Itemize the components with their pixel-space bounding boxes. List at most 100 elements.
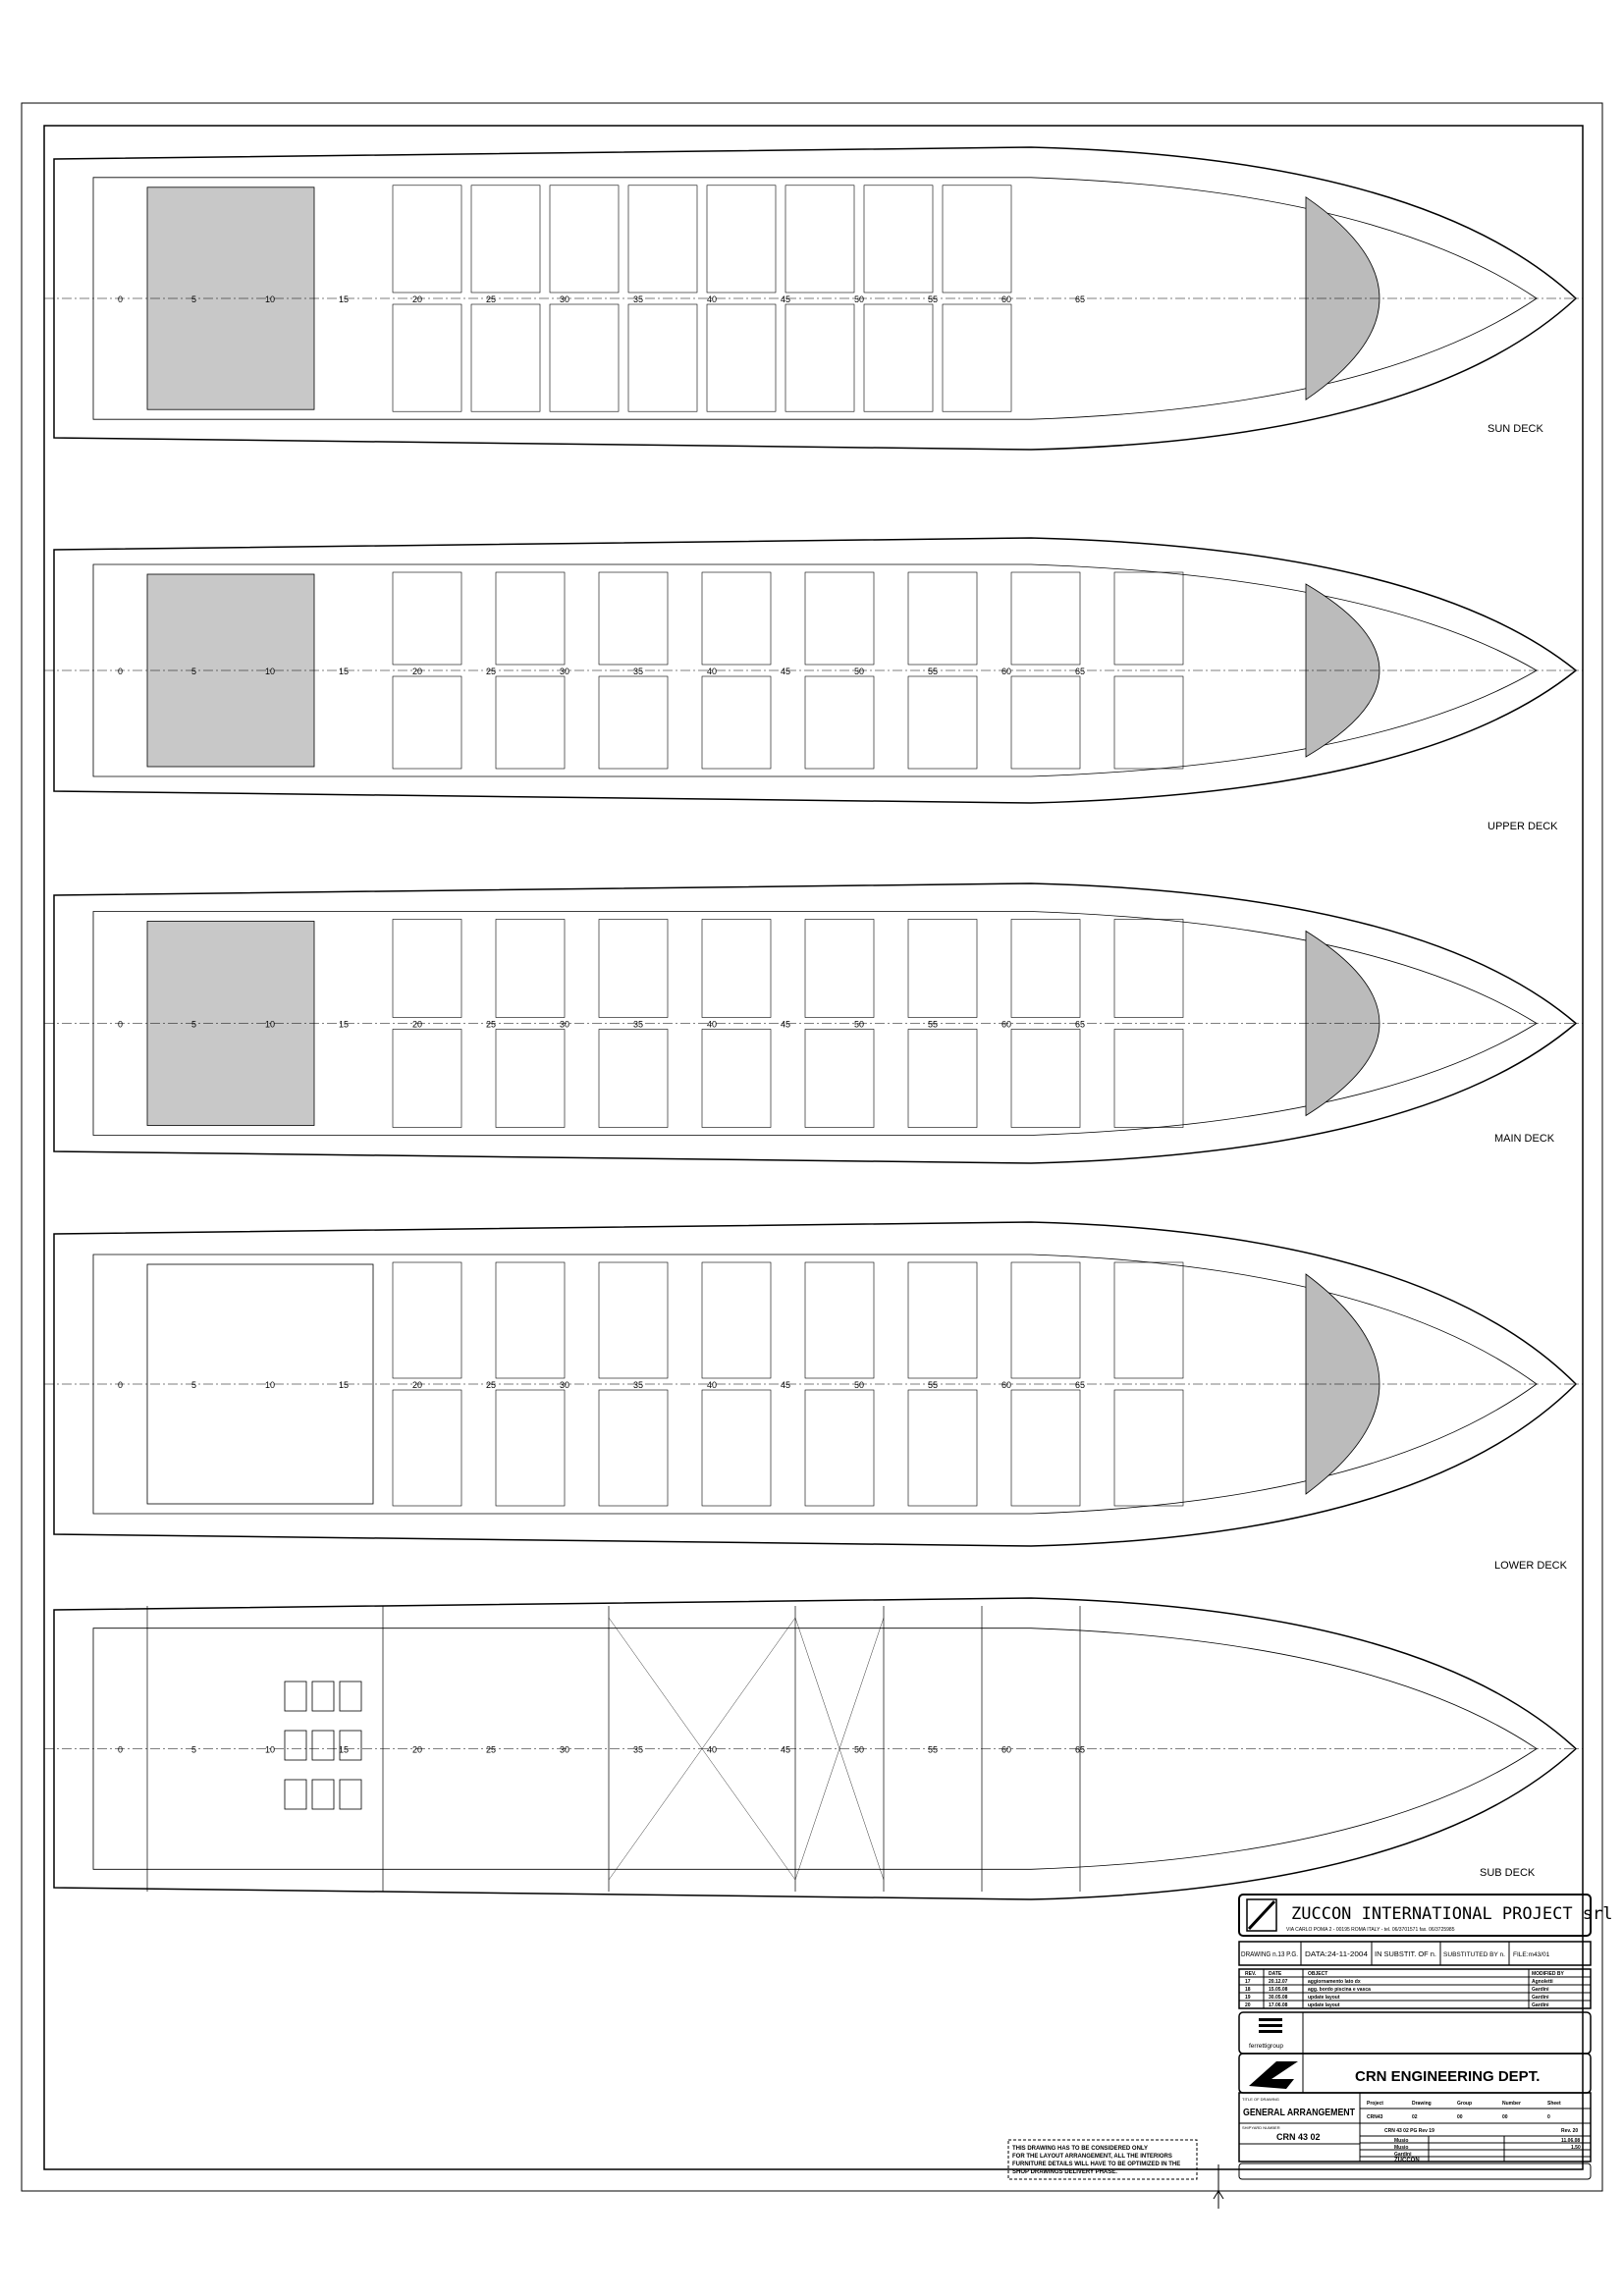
room (804, 919, 875, 1018)
frame-number: 30 (560, 667, 569, 676)
note-box (1007, 2139, 1198, 2180)
room (804, 1261, 875, 1379)
revision-cell: Gardini (1532, 1987, 1549, 1993)
frame-number: 60 (1001, 294, 1011, 304)
room (863, 303, 934, 412)
tank (284, 1779, 307, 1810)
frame-number: 55 (928, 1380, 938, 1390)
room (1113, 571, 1184, 666)
room (1113, 1261, 1184, 1379)
tank (284, 1681, 307, 1712)
frame-number: 50 (854, 294, 864, 304)
frame-number: 0 (118, 294, 123, 304)
revision-cell: update layout (1308, 2002, 1340, 2008)
room (784, 185, 855, 294)
code-value: 0 (1547, 2114, 1550, 2120)
title-block (1007, 1894, 1592, 2180)
frame-number: 35 (633, 1380, 643, 1390)
frame-number: 60 (1001, 1380, 1011, 1390)
deck-label: SUB DECK (1480, 1867, 1536, 1879)
centerline-arrow (1213, 2164, 1224, 2209)
hull-outline (53, 146, 1578, 451)
frame-number: 30 (560, 1745, 569, 1755)
room (701, 1389, 772, 1507)
frame-number: 15 (339, 294, 349, 304)
room (627, 303, 698, 412)
room (804, 675, 875, 770)
frame-number: 20 (412, 1380, 422, 1390)
frame-number: 5 (191, 294, 196, 304)
frame-number: 45 (781, 667, 790, 676)
revision-cell: Gardini (1532, 2002, 1549, 2008)
room (495, 1261, 566, 1379)
title-label: TITLE OF DRAWING (1242, 2097, 1279, 2102)
revision-header: OBJECT (1308, 1971, 1327, 1977)
room (907, 919, 978, 1018)
date-value: 11.06.08 (1561, 2138, 1580, 2144)
code-header: Project (1367, 2101, 1383, 2107)
project-label: SHIPYARD NUMBER (1242, 2125, 1280, 2130)
frame-number: 40 (707, 294, 717, 304)
frame-number: 45 (781, 294, 790, 304)
room (907, 1261, 978, 1379)
frame-number: 0 (118, 667, 123, 676)
room (495, 1389, 566, 1507)
room (598, 1029, 669, 1128)
room (907, 675, 978, 770)
tank (311, 1779, 335, 1810)
revision-cell: 17 (1245, 1979, 1251, 1985)
frame-number: 5 (191, 667, 196, 676)
room (495, 571, 566, 666)
project-number: CRN 43 02 (1276, 2132, 1321, 2142)
code-value: 02 (1412, 2114, 1418, 2120)
revision-cell: agg. bordo piscina e vasca (1308, 1987, 1371, 1993)
room (392, 675, 462, 770)
frame-number: 45 (781, 1745, 790, 1755)
room (804, 1029, 875, 1128)
room (1010, 919, 1081, 1018)
room (392, 1261, 462, 1379)
room (706, 185, 777, 294)
from: ZUCCON (1394, 2158, 1420, 2163)
frame-number: 65 (1075, 667, 1085, 676)
room (392, 1389, 462, 1507)
room (863, 185, 934, 294)
frame-number: 60 (1001, 1745, 1011, 1755)
frame-number: 35 (633, 1020, 643, 1030)
frame-number: 55 (928, 1745, 938, 1755)
revision-cell: 18 (1245, 1987, 1251, 1993)
room (907, 1389, 978, 1507)
frame-number: 10 (265, 667, 275, 676)
deck-label: MAIN DECK (1494, 1133, 1555, 1145)
in-substitution-of: IN SUBSTIT. OF n. (1375, 1951, 1436, 1958)
file-name: CRN 43 02 PG Rev 19 (1384, 2128, 1434, 2134)
frame-number: 35 (633, 667, 643, 676)
scale-value: 1.50 (1571, 2145, 1581, 2151)
hull-outline (53, 1221, 1578, 1547)
frame-number: 25 (486, 1020, 496, 1030)
frame-number: 30 (560, 1380, 569, 1390)
frame-number: 35 (633, 1745, 643, 1755)
tank (311, 1730, 335, 1761)
room (549, 303, 620, 412)
room (1113, 1389, 1184, 1507)
frame-number: 0 (118, 1020, 123, 1030)
revision-cell: Gardini (1532, 1995, 1549, 2001)
frame-number: 25 (486, 1380, 496, 1390)
revision-cell: aggiornamento lato dx (1308, 1979, 1361, 1985)
room (392, 571, 462, 666)
drawing-title: GENERAL ARRANGEMENT (1243, 2108, 1355, 2118)
room (1113, 675, 1184, 770)
room (495, 1029, 566, 1128)
frame-number: 0 (118, 1380, 123, 1390)
tank (284, 1730, 307, 1761)
crn-logo (1249, 2061, 1298, 2089)
file-ref: FILE:m43/01 (1513, 1951, 1550, 1958)
frame-number: 50 (854, 1380, 864, 1390)
revision-cell: 20.12.07 (1269, 1979, 1288, 1985)
frame-number: 50 (854, 1020, 864, 1030)
frame-number: 25 (486, 667, 496, 676)
